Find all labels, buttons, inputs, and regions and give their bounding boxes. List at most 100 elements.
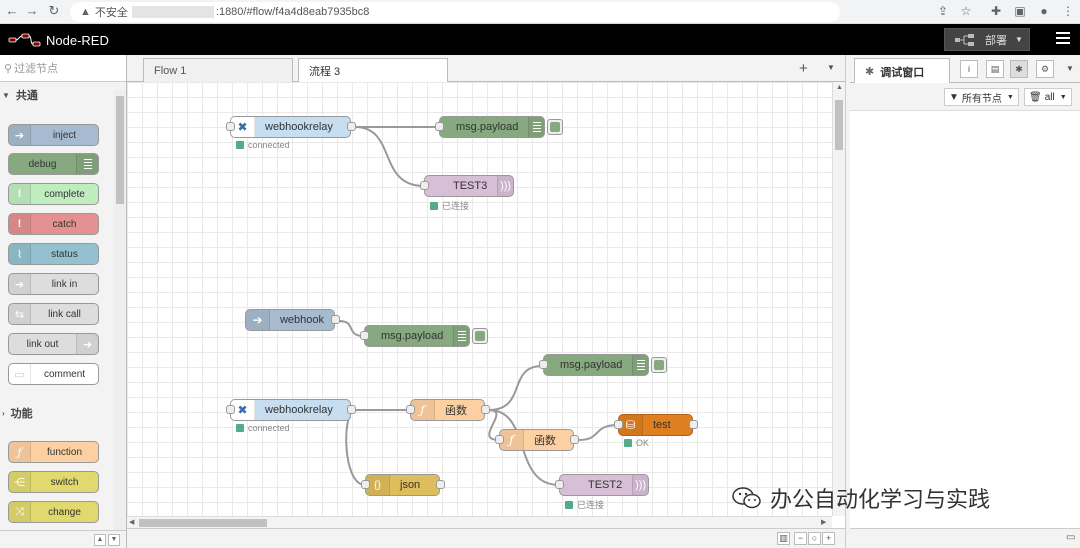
- node-mqtt-test3[interactable]: TEST3 ))): [424, 175, 514, 197]
- back-icon[interactable]: ←: [5, 3, 19, 18]
- palette-node-change[interactable]: ⤨change: [8, 501, 99, 523]
- node-function-1[interactable]: ƒ 函数: [410, 399, 485, 421]
- chevron-down-icon[interactable]: ▼: [1015, 35, 1023, 44]
- browser-menu-icon[interactable]: ⋮: [1062, 4, 1074, 18]
- forward-icon[interactable]: →: [25, 3, 39, 18]
- node-webhookrelay-2[interactable]: ✖ webhookrelay: [230, 399, 351, 421]
- output-port[interactable]: [347, 405, 356, 414]
- input-port[interactable]: [420, 181, 429, 190]
- node-filter-select[interactable]: ▼所有节点▼: [944, 88, 1019, 106]
- gear-icon[interactable]: ⚙: [1036, 60, 1054, 78]
- profile-icon[interactable]: ●: [1040, 4, 1048, 18]
- palette-scrollbar[interactable]: [114, 90, 126, 530]
- link-call-icon: ⇆: [9, 304, 31, 324]
- node-webhook[interactable]: ➔ webhook: [245, 309, 335, 331]
- palette-node-link-in[interactable]: ➔link in: [8, 273, 99, 295]
- input-port[interactable]: [435, 122, 444, 131]
- flow-canvas[interactable]: ✖ webhookrelay connected msg.payload TES…: [127, 82, 832, 516]
- zoom-reset-icon[interactable]: ○: [808, 532, 821, 545]
- tab-label: 流程 3: [309, 66, 341, 78]
- share-icon[interactable]: ⇪: [937, 4, 949, 18]
- palette-node-comment[interactable]: ▭comment: [8, 363, 99, 385]
- node-label: webhookrelay: [265, 121, 333, 133]
- output-port[interactable]: [331, 315, 340, 324]
- tab-debug[interactable]: ✱调试窗口: [854, 58, 950, 84]
- redacted-host: [131, 6, 214, 18]
- category-common[interactable]: ▼共通: [0, 84, 114, 106]
- palette-filter-input[interactable]: ⚲ 过滤节点: [0, 55, 126, 82]
- tab-label: 调试窗口: [880, 66, 925, 79]
- input-port[interactable]: [360, 331, 369, 340]
- sidebar-separator[interactable]: [845, 55, 850, 548]
- input-port[interactable]: [361, 480, 370, 489]
- palette-node-complete[interactable]: !complete: [8, 183, 99, 205]
- zoom-in-icon[interactable]: +: [822, 532, 835, 545]
- debug-toggle-button[interactable]: [547, 119, 563, 135]
- collapse-all-icon[interactable]: ▲: [94, 534, 106, 546]
- palette-node-inject[interactable]: ➔inject: [8, 124, 99, 146]
- monitor-icon[interactable]: ▭: [1066, 532, 1076, 543]
- extensions-icon[interactable]: ✚: [990, 4, 1002, 18]
- sidepanel-icon[interactable]: ▣: [1014, 4, 1026, 18]
- input-port[interactable]: [226, 405, 235, 414]
- star-icon[interactable]: ☆: [960, 4, 972, 18]
- map-icon[interactable]: ▥: [777, 532, 790, 545]
- pulse-icon: ⌇: [9, 244, 31, 264]
- node-function-2[interactable]: ƒ 函数: [499, 429, 574, 451]
- palette-node-link-call[interactable]: ⇆link call: [8, 303, 99, 325]
- category-function[interactable]: ›功能: [0, 402, 114, 424]
- node-label: msg.payload: [560, 359, 623, 371]
- output-port[interactable]: [436, 480, 445, 489]
- watermark: 办公自动化学习与实践: [732, 482, 990, 514]
- info-icon[interactable]: i: [960, 60, 978, 78]
- input-port[interactable]: [226, 122, 235, 131]
- zoom-out-icon[interactable]: −: [794, 532, 807, 545]
- node-debug-payload-1[interactable]: msg.payload: [439, 116, 545, 138]
- debug-toggle-button[interactable]: [651, 357, 667, 373]
- node-webhookrelay-1[interactable]: ✖ webhookrelay: [230, 116, 351, 138]
- canvas-horizontal-scrollbar[interactable]: ◀▶: [127, 516, 832, 528]
- address-bar[interactable]: ▲ 不安全 :1880/#flow/f4a4d8eab7935bc8: [70, 2, 840, 22]
- palette-node-link-out[interactable]: link out➔: [8, 333, 99, 355]
- link-out-icon: ➔: [76, 334, 98, 354]
- signal-icon: ))): [632, 475, 648, 495]
- input-port[interactable]: [555, 480, 564, 489]
- add-flow-icon[interactable]: +: [799, 60, 808, 77]
- function-icon: ƒ: [9, 442, 31, 462]
- expand-all-icon[interactable]: ▼: [108, 534, 120, 546]
- chevron-down-icon[interactable]: ▼: [1066, 64, 1074, 73]
- node-label: TEST3: [453, 180, 488, 192]
- debug-toggle-button[interactable]: [472, 328, 488, 344]
- book-icon[interactable]: ▤: [986, 60, 1004, 78]
- tab-flow-3[interactable]: 流程 3: [298, 58, 448, 83]
- input-port[interactable]: [614, 420, 623, 429]
- palette-node-switch[interactable]: ⋲switch: [8, 471, 99, 493]
- deploy-button[interactable]: 部署 ▼: [944, 28, 1030, 51]
- node-debug-payload-3[interactable]: msg.payload: [543, 354, 649, 376]
- input-port[interactable]: [406, 405, 415, 414]
- input-port[interactable]: [495, 435, 504, 444]
- output-port[interactable]: [689, 420, 698, 429]
- main-menu-icon[interactable]: [1056, 32, 1070, 46]
- node-debug-payload-2[interactable]: msg.payload: [364, 325, 470, 347]
- level-filter-select[interactable]: 🗑all▼: [1024, 88, 1072, 106]
- palette-node-status[interactable]: ⌇status: [8, 243, 99, 265]
- node-label: catch: [52, 218, 77, 230]
- flow-list-icon[interactable]: ▼: [827, 63, 835, 72]
- bug-icon[interactable]: ✱: [1010, 60, 1028, 78]
- output-port[interactable]: [481, 405, 490, 414]
- output-port[interactable]: [570, 435, 579, 444]
- node-mqtt-test2[interactable]: TEST2 ))): [559, 474, 649, 496]
- output-port[interactable]: [347, 122, 356, 131]
- palette-node-debug[interactable]: debug: [8, 153, 99, 175]
- palette-node-catch[interactable]: !catch: [8, 213, 99, 235]
- reload-icon[interactable]: ↻: [48, 3, 60, 18]
- node-database-test[interactable]: ⛁ test: [618, 414, 693, 436]
- node-json[interactable]: {} json: [365, 474, 440, 496]
- canvas-vertical-scrollbar[interactable]: ▲▼: [832, 82, 845, 516]
- input-port[interactable]: [539, 360, 548, 369]
- node-label: TEST2: [588, 479, 623, 491]
- tab-flow-1[interactable]: Flow 1: [143, 58, 293, 82]
- sidebar-tabs: ✱调试窗口 i ▤ ✱ ⚙ ▼: [850, 55, 1080, 84]
